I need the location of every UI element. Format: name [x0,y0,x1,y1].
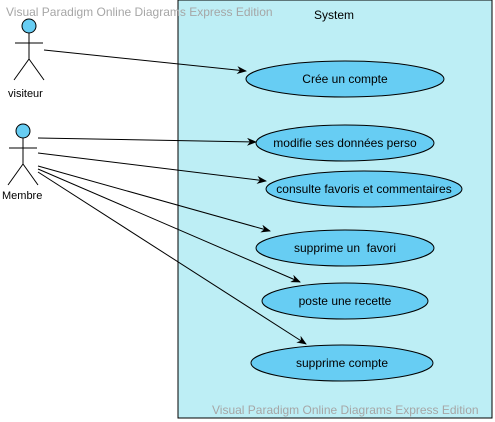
use-case-label-uc2: modifie ses données perso [273,136,417,150]
use-case-uc2[interactable] [255,124,435,162]
actor-membre[interactable] [7,123,39,186]
association-membre-uc5 [37,168,301,283]
use-case-uc3[interactable] [265,170,463,208]
association-visiteur-uc1 [43,49,247,75]
use-case-label-uc1: Crée un compte [302,72,388,86]
actor-head-icon [15,123,31,139]
use-case-label-uc3: consulte favoris et commentaires [276,182,452,196]
actor-label-visiteur: visiteur [8,88,43,100]
actor-label-membre: Membre [2,190,43,202]
actor-head-icon [21,18,37,34]
actor-visiteur[interactable] [13,18,45,81]
use-case-uc5[interactable] [261,282,429,320]
watermark-top: Visual Paradigm Online Diagrams Express … [6,5,273,19]
use-case-label-uc5: poste une recette [298,294,392,308]
system-title: System [314,8,355,22]
use-case-label-uc6: supprime compte [295,356,389,370]
associations [37,49,307,345]
use-case-uc4[interactable] [255,229,435,267]
association-membre-uc3 [37,152,267,184]
association-membre-uc2 [37,137,257,146]
use-case-label-uc4: supprime un favori [293,241,397,255]
association-membre-uc4 [37,165,271,233]
association-membre-uc6 [37,171,307,345]
use-case-uc6[interactable] [250,344,434,382]
use-case-uc1[interactable] [245,60,445,98]
use-cases [245,60,463,382]
watermark-bottom: Visual Paradigm Online Diagrams Express … [212,403,479,417]
